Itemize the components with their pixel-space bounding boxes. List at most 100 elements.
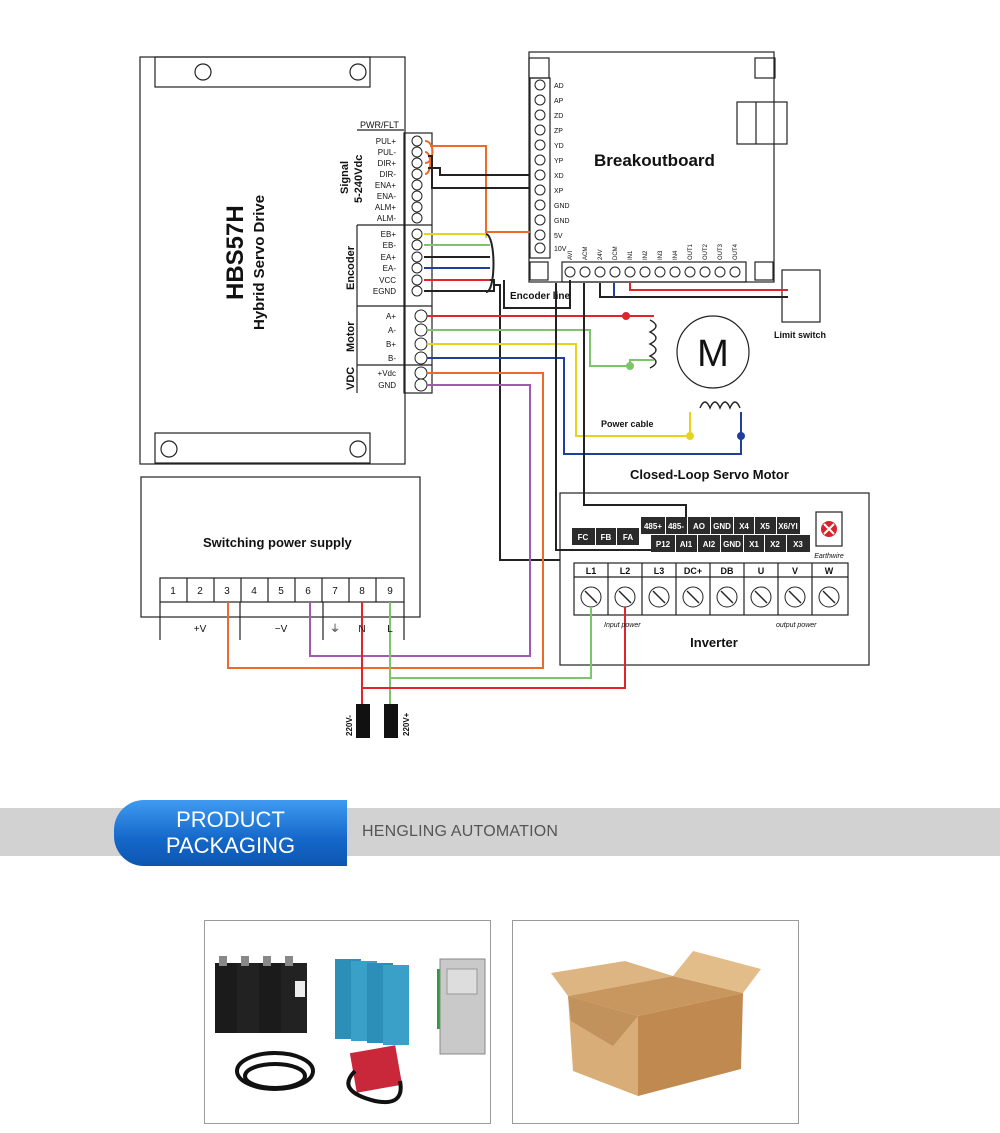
psu-terminal: 7 (332, 586, 338, 597)
pin-label: DCM (613, 246, 619, 260)
power-cable-label: Power cable (601, 419, 654, 429)
mains-left-label: 220V- (345, 715, 354, 736)
mains-right-label: 220V+ (402, 712, 411, 736)
pin-label: IN3 (658, 250, 664, 260)
psu-label: +V (194, 624, 207, 635)
motor-title: Closed-Loop Servo Motor (630, 467, 789, 482)
pin-label: 5V (554, 233, 563, 240)
psu-terminal: 1 (170, 586, 176, 597)
pin-label: VCC (379, 276, 396, 285)
inverter-power-terminal: W (825, 566, 834, 576)
pin-label: OUT1 (688, 243, 694, 260)
wiring-diagram: HBS57H Hybrid Servo Drive PWR/FLT Signal… (139, 51, 870, 738)
inverter-power-terminal: L2 (620, 566, 631, 576)
psu-terminal: 4 (251, 586, 257, 597)
pin-label: B- (388, 354, 396, 363)
inverter-terminal: FC (578, 533, 589, 542)
pin-label: XD (554, 173, 564, 180)
encoder-line-label: Encoder line (510, 291, 570, 302)
pin-label: ALM- (377, 214, 396, 223)
group-motor: Motor (345, 321, 357, 352)
pin-label: PUL+ (376, 137, 397, 146)
limit-switch-label: Limit switch (774, 330, 826, 340)
group-signal: Signal (339, 161, 351, 194)
inverter-terminal: X4 (739, 522, 749, 531)
inverter-terminal: P12 (656, 540, 671, 549)
pin-label: YD (554, 143, 564, 150)
inverter-power-terminal: DC+ (684, 566, 702, 576)
inverter-terminal: FB (601, 533, 612, 542)
group-vdc: VDC (345, 367, 357, 390)
pin-label: PUL- (378, 148, 397, 157)
pin-label: ZD (554, 113, 563, 120)
inverter-terminal: X5 (760, 522, 770, 531)
inverter-terminal: 485- (668, 522, 684, 531)
pin-label: ALM+ (375, 203, 396, 212)
pin-label: EGND (373, 287, 396, 296)
pin-label: IN1 (628, 250, 634, 260)
psu-terminal: 8 (359, 586, 365, 597)
pin-label: AP (554, 98, 564, 105)
inverter-terminal: FA (623, 533, 633, 542)
carton-box-photo (512, 920, 799, 1124)
inverter-terminal: GND (713, 522, 731, 531)
pin-label: IN4 (673, 250, 679, 260)
badge-line-2: PACKAGING (165, 833, 296, 858)
pin-label: ACM (583, 247, 589, 260)
product-packaging-badge: PRODUCT PACKAGING (114, 800, 347, 866)
output-power-label: output power (776, 622, 817, 629)
pin-label: GND (378, 381, 396, 390)
driver-subtitle: Hybrid Servo Drive (251, 195, 268, 330)
driver-pwr-flt: PWR/FLT (360, 120, 399, 130)
inverter-terminal: AO (693, 522, 705, 531)
inverter-power-terminal: L3 (654, 566, 665, 576)
psu-terminal: 6 (305, 586, 311, 597)
inverter-power-terminal: V (792, 566, 798, 576)
pin-label: GND (554, 218, 570, 225)
inverter-terminal: X3 (793, 540, 803, 549)
pin-label: OUT2 (703, 243, 709, 260)
pin-label: AD (554, 83, 564, 90)
psu-title: Switching power supply (203, 535, 353, 550)
inverter-power-terminal: L1 (586, 566, 597, 576)
pin-label: ZP (554, 128, 563, 135)
drive-icon (335, 959, 445, 1045)
pin-label: EB- (383, 241, 397, 250)
psu-body (140, 476, 421, 618)
inverter-power-terminal: U (758, 566, 765, 576)
inverter-terminal: AI2 (703, 540, 716, 549)
servo-drive-body (139, 56, 406, 465)
product-set-photo (204, 920, 491, 1124)
pin-label: ENA+ (375, 181, 396, 190)
psu-label: N (358, 624, 365, 635)
pin-label: XP (554, 188, 564, 195)
pin-label: EA+ (381, 253, 397, 262)
psu-terminal: 5 (278, 586, 284, 597)
inverter-terminal: X1 (749, 540, 759, 549)
pin-label: IN2 (643, 250, 649, 260)
pin-label: +Vdc (378, 369, 396, 378)
pin-label: OUT3 (718, 243, 724, 260)
pin-label: DIR+ (378, 159, 397, 168)
pin-label: DIR- (380, 170, 397, 179)
psu-label: −V (275, 624, 288, 635)
group-signal-voltage: 5-240Vdc (353, 155, 365, 203)
inverter-body (559, 492, 870, 666)
psu-terminal: 2 (197, 586, 203, 597)
pin-label: OUT4 (733, 243, 739, 260)
earthwire-label: Earthwire (814, 553, 844, 560)
breakout-title: Breakoutboard (594, 151, 715, 170)
inverter-terminal: AI1 (680, 540, 693, 549)
pin-label: 24V (598, 249, 604, 260)
pin-label: YP (554, 158, 564, 165)
inverter-terminal: GND (723, 540, 741, 549)
cable-icon (235, 1051, 403, 1104)
inverter-terminal: X6/YI (778, 522, 798, 531)
servo-motor-icon (215, 956, 307, 1033)
pin-label: ENA- (377, 192, 396, 201)
badge-line-1: PRODUCT (176, 807, 285, 832)
pin-label: A- (388, 326, 396, 335)
breakout-board-icon (349, 1045, 403, 1093)
power-supply-icon (439, 958, 486, 1055)
pin-label: A+ (386, 312, 396, 321)
